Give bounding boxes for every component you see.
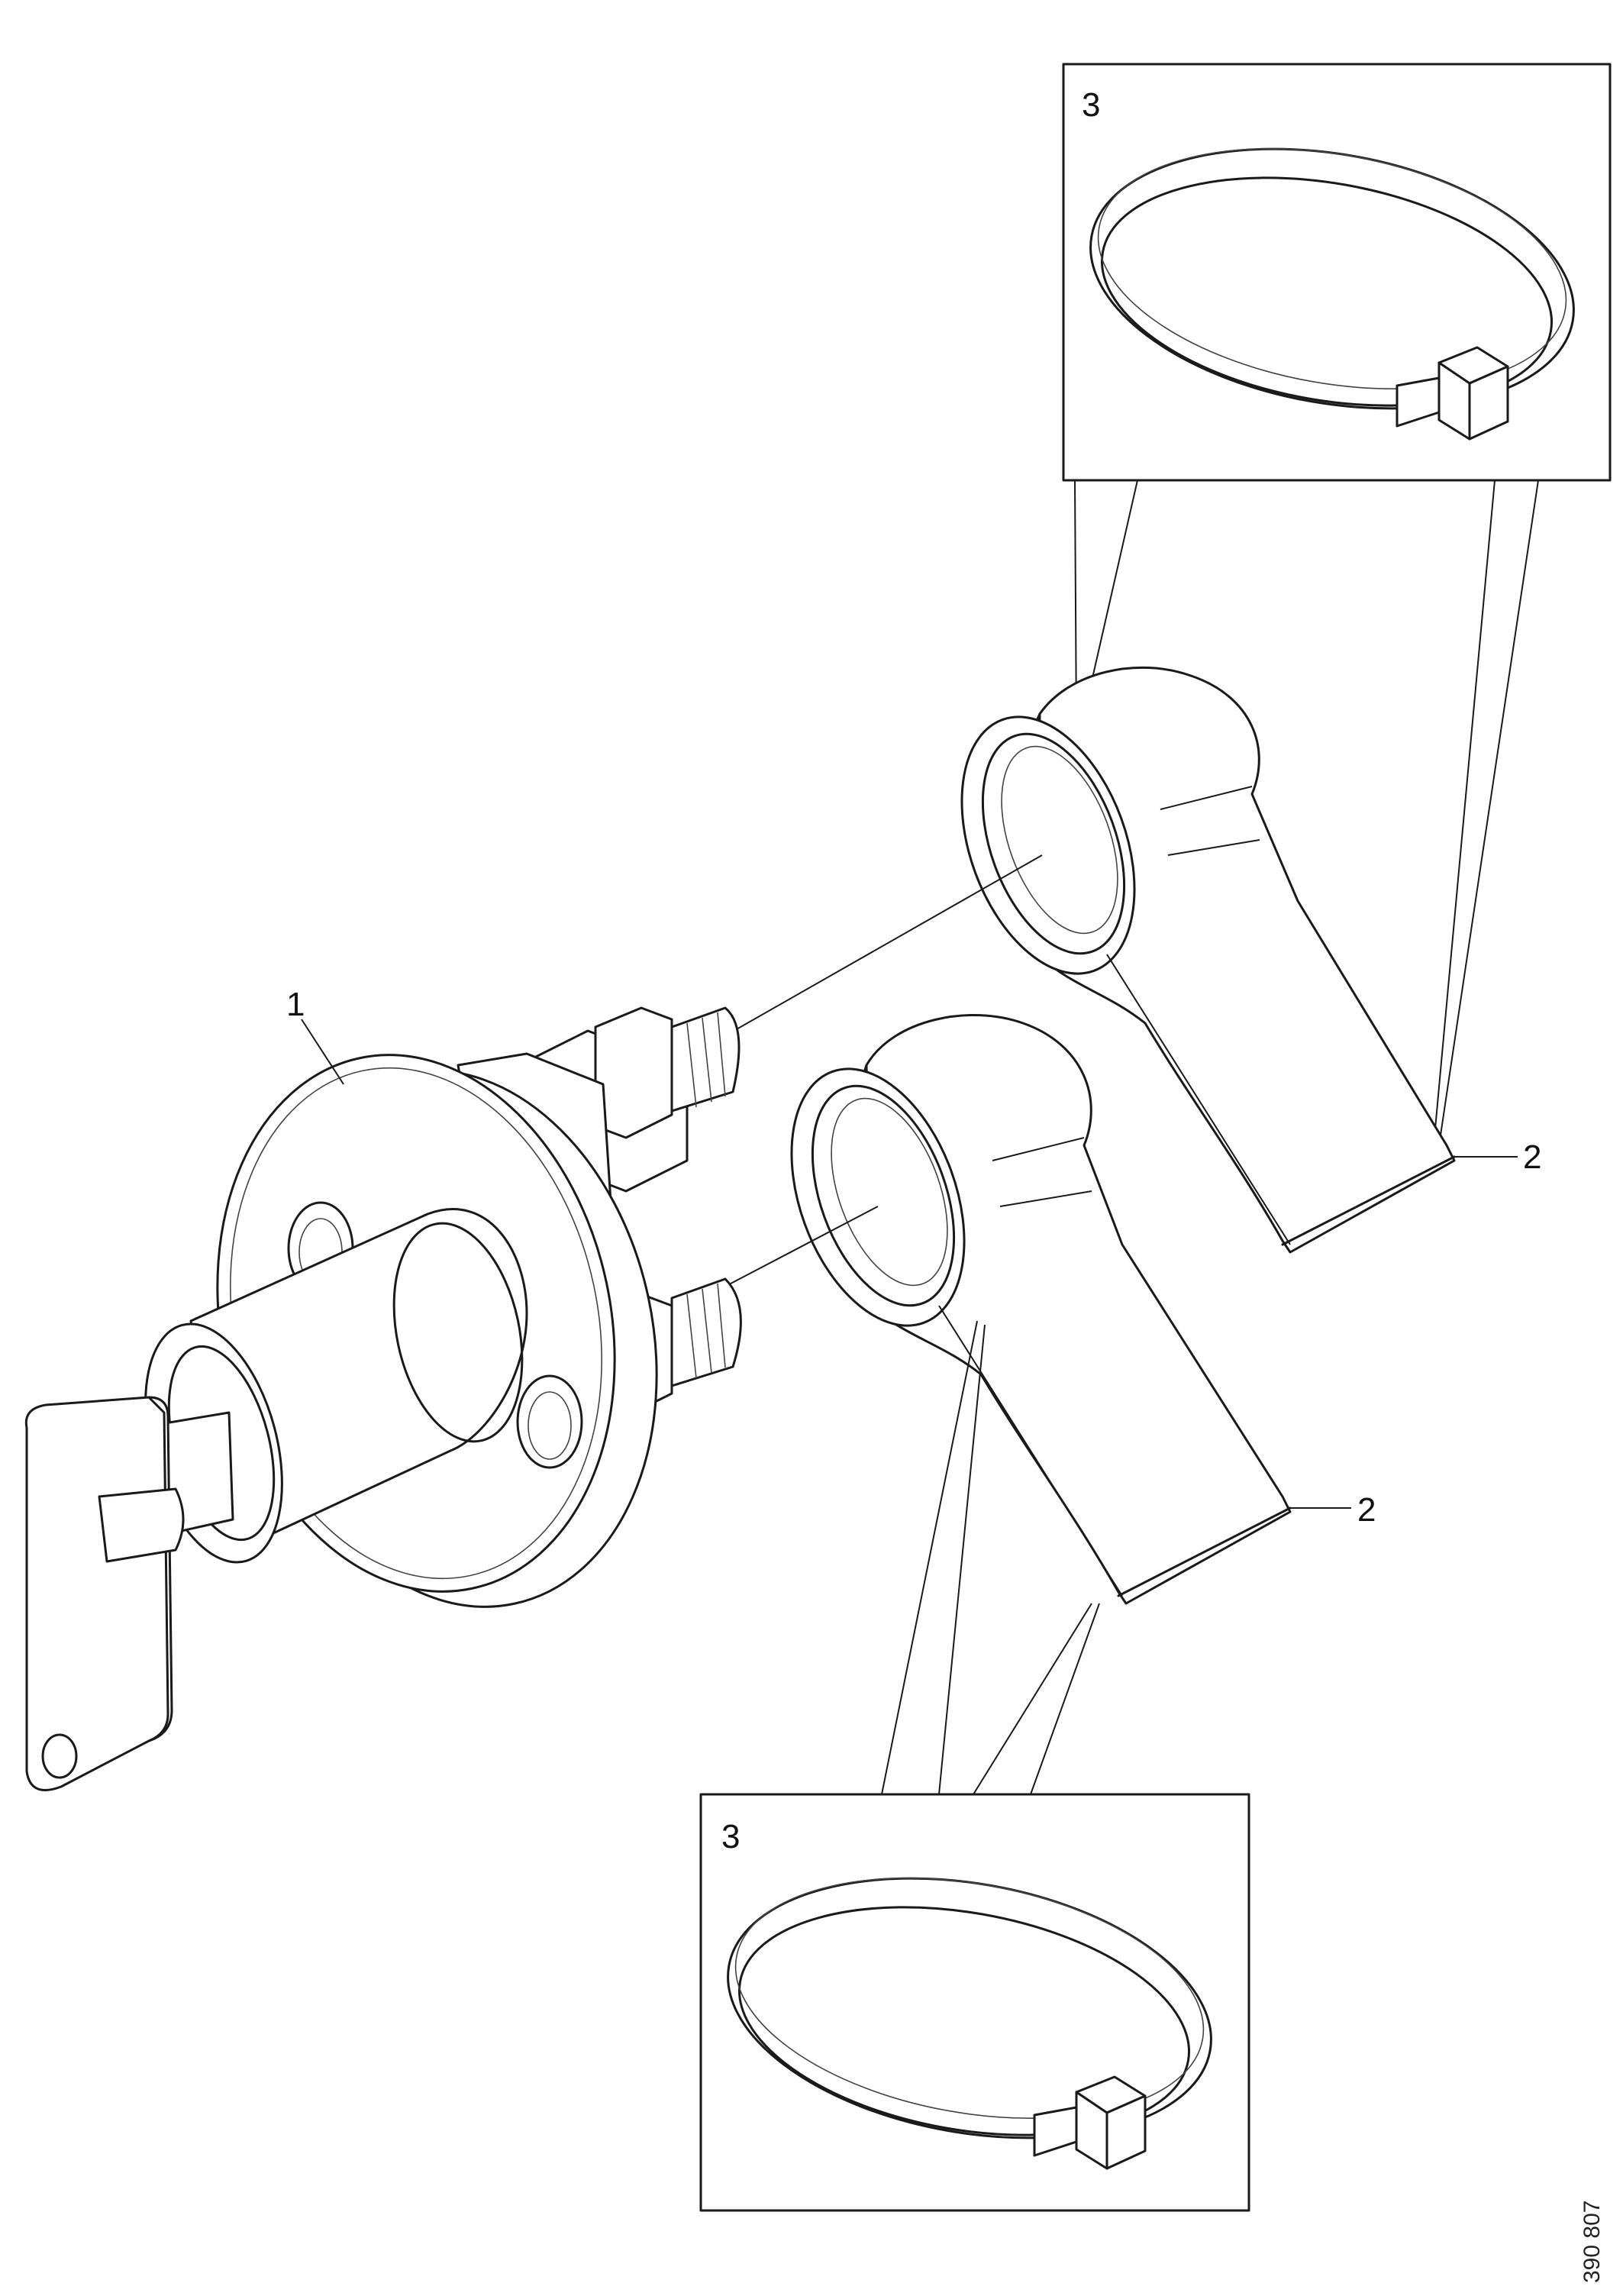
cable-tie-lower (727, 1877, 1212, 2170)
callout-1: 1 (286, 986, 305, 1023)
key-ring-hole (41, 1733, 78, 1779)
mounting-hole-lower (516, 1374, 583, 1469)
battery-isolator-switch: 1 (24, 986, 742, 1791)
callout-2-upper: 2 (1523, 1138, 1541, 1176)
callout-3-lower: 3 (721, 1818, 740, 1855)
terminal-cover-upper: 2 (960, 666, 1541, 1254)
figure-reference: 390 807 (1579, 2201, 1605, 2283)
detail-box-upper: 3 (1062, 63, 1612, 482)
leader-lines-lower (881, 1320, 1100, 1795)
detail-box-lower: 3 (699, 1793, 1250, 2212)
terminal-cover-lower: 2 (790, 1014, 1376, 1605)
leader-lines-upper (1074, 480, 1539, 1146)
cable-tie-upper (1089, 147, 1575, 441)
assembly-axis-lines (713, 854, 1043, 1291)
key (24, 1396, 234, 1791)
callout-3-upper: 3 (1082, 86, 1100, 124)
callout-2-lower: 2 (1357, 1491, 1376, 1529)
